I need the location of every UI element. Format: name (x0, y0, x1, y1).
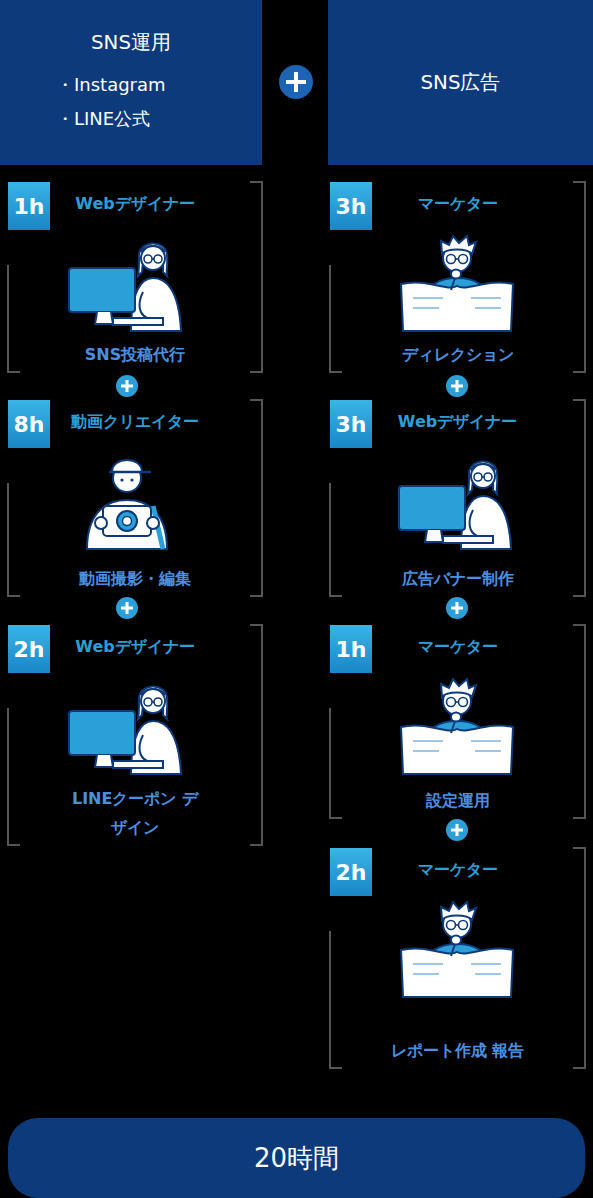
step-group: Webデザイナー SNS投稿代行 1h (8, 182, 262, 372)
plus-sign (451, 380, 463, 392)
hours-badge: 2h (330, 848, 372, 896)
badge-t-text: 1h (14, 194, 45, 219)
plus-sign (451, 824, 463, 836)
plus-circle (446, 597, 468, 619)
role-text: Webデザイナー (336, 412, 579, 433)
badge-t-text: 8h (14, 412, 45, 437)
bracket (250, 182, 262, 372)
hours-badge: 1h (330, 625, 372, 673)
plus-symbol (279, 65, 313, 99)
designer-figure (69, 243, 181, 331)
badge-t-text: 2h (336, 860, 367, 885)
bracket (8, 708, 20, 845)
header-box: SNS運用・Instagram・LINE公式 (0, 0, 262, 165)
hdr-item-text: ・LINE公式 (0, 102, 262, 136)
marketer-figure (401, 236, 513, 331)
plus-circle (446, 819, 468, 841)
bracket (250, 625, 262, 845)
photographer-figure (87, 460, 167, 549)
role-text: Webデザイナー (14, 637, 256, 658)
step-group: マーケターディレクション 3h (330, 182, 585, 372)
badge-t-text: 2h (14, 637, 45, 662)
bracket (8, 483, 20, 596)
bracket (330, 931, 342, 1068)
step-group: 動画クリエイター動画撮影・編集 8h (8, 400, 262, 596)
step-group: マーケターレポート作成 報告 2h (330, 848, 585, 1068)
bracket (330, 708, 342, 818)
total-box: 20時間 (8, 1118, 585, 1198)
designer-figure (69, 686, 181, 774)
plus-sign (286, 72, 306, 92)
badge-t-text: 3h (336, 194, 367, 219)
bracket (330, 483, 342, 596)
marketer-figure (401, 902, 513, 997)
hours-badge: 1h (8, 182, 50, 230)
task-text: SNS投稿代行 (85, 341, 185, 370)
hours-badge: 8h (8, 400, 50, 448)
role-text: 動画クリエイター (14, 412, 256, 433)
bracket (573, 625, 585, 818)
hdr-item-text: ・Instagram (0, 68, 262, 102)
badge-t-text: 1h (336, 637, 367, 662)
plus-circle (116, 375, 138, 397)
plus-circle (446, 375, 468, 397)
bracket (330, 265, 342, 372)
role-text: マーケター (336, 637, 579, 658)
plus-sign (121, 602, 133, 614)
hours-badge: 2h (8, 625, 50, 673)
task-text: 広告バナー制作 (402, 565, 514, 594)
hdr-title-text: SNS広告 (328, 69, 593, 96)
header-box: SNS広告 (328, 0, 593, 165)
designer-figure (399, 461, 511, 549)
plus-sign (121, 380, 133, 392)
task-text: 設定運用 (426, 787, 490, 816)
badge-t-text: 3h (336, 412, 367, 437)
task-text: ディレクション (402, 341, 514, 370)
hdr-title-text: SNS運用 (0, 29, 262, 56)
task-text: LINEクーポン デザイン (67, 785, 203, 843)
plus-sign (451, 602, 463, 614)
role-text: Webデザイナー (14, 194, 256, 215)
role-text: マーケター (336, 194, 579, 215)
plus-circle (116, 597, 138, 619)
bracket (573, 400, 585, 596)
task-text: レポート作成 報告 (391, 1037, 525, 1066)
bracket (8, 265, 20, 372)
step-group: Webデザイナー広告バナー制作 3h (330, 400, 585, 596)
bracket (573, 182, 585, 372)
total-t-text: 20時間 (254, 1141, 339, 1176)
hours-badge: 3h (330, 400, 372, 448)
step-group: マーケター設定運用 1h (330, 625, 585, 818)
task-text: 動画撮影・編集 (79, 565, 191, 594)
bracket (250, 400, 262, 596)
plus-circle (279, 65, 313, 99)
bracket (573, 848, 585, 1068)
hours-badge: 3h (330, 182, 372, 230)
step-group: Webデザイナー LINEクーポン デザイン 2h (8, 625, 262, 845)
marketer-figure (401, 679, 513, 774)
role-text: マーケター (336, 860, 579, 881)
